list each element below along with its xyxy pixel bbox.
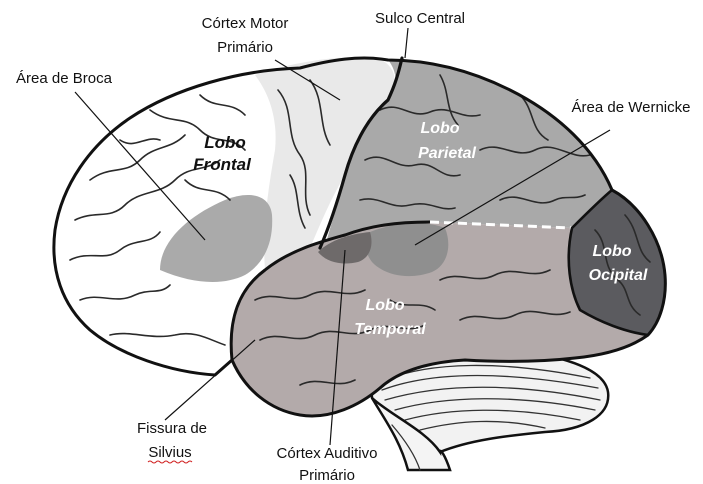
lobe-parietal-line1: Lobo: [420, 120, 459, 137]
label-cortex-auditivo-line1: Córtex Auditivo: [277, 445, 378, 462]
label-fissura-line1: Fissura de: [137, 420, 207, 437]
spellcheck-underline: [148, 461, 192, 463]
lobe-occipital-line1: Lobo: [592, 243, 631, 260]
label-cortex-motor-line2: Primário: [217, 39, 273, 56]
label-cortex-auditivo-line2: Primário: [299, 467, 355, 484]
label-sulco-central: Sulco Central: [375, 10, 465, 27]
leader-central: [405, 28, 408, 58]
lobe-temporal-line2: Temporal: [354, 321, 426, 338]
lobe-temporal-line1: Lobo: [365, 297, 404, 314]
label-area-broca: Área de Broca: [16, 70, 113, 87]
label-cortex-motor-line1: Córtex Motor: [202, 15, 289, 32]
lobe-parietal-line2: Parietal: [418, 145, 476, 162]
label-area-wernicke: Área de Wernicke: [572, 99, 691, 116]
lobe-frontal-line1: Lobo: [204, 133, 246, 152]
lobe-frontal-line2: Frontal: [193, 155, 252, 174]
label-fissura-line2: Silvius: [148, 444, 191, 461]
lobe-occipital-line2: Ocipital: [589, 267, 648, 284]
